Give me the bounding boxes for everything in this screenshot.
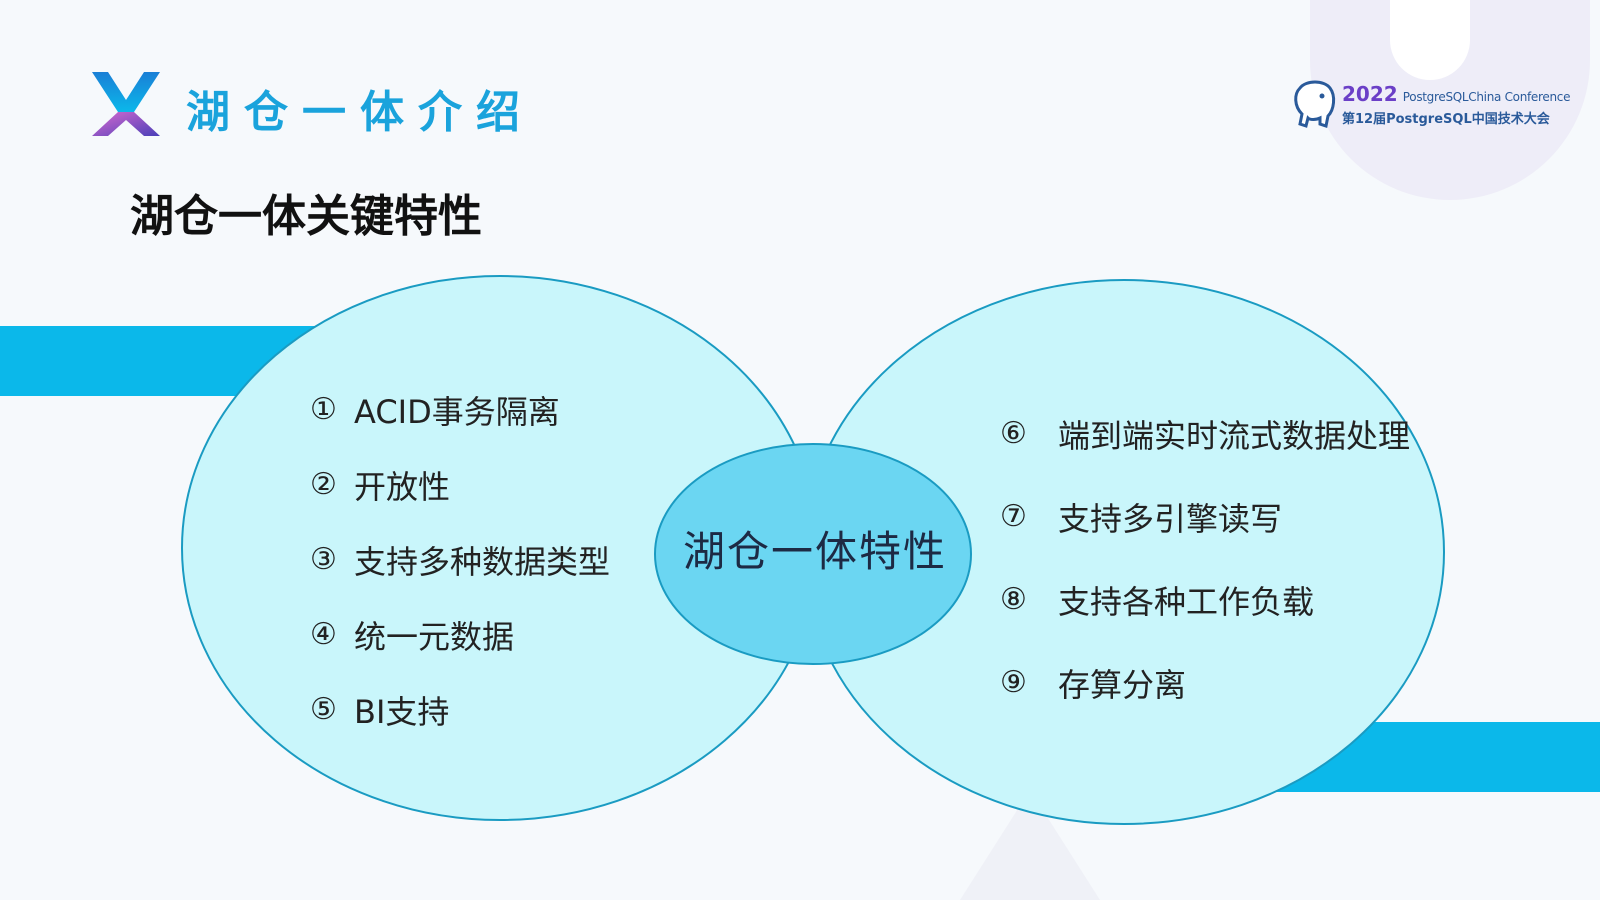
center-ellipse [654, 443, 972, 665]
item-text: 支持多引擎读写 [1058, 499, 1283, 538]
item-number: ④ [310, 617, 337, 652]
item-number: ⑥ [1000, 416, 1027, 451]
list-item: ⑥ 端到端实时流式数据处理 [1000, 392, 1410, 475]
item-number: ② [310, 467, 337, 502]
conference-edition: 第12届PostgreSQL中国技术大会 [1342, 112, 1550, 127]
conference-year: 2022 [1342, 82, 1398, 106]
item-number: ③ [310, 542, 337, 577]
item-text: 端到端实时流式数据处理 [1058, 416, 1411, 455]
item-number: ⑦ [1000, 499, 1027, 534]
list-item: ① ACID事务隔离 [310, 372, 610, 447]
item-number: ⑨ [1000, 665, 1027, 700]
conference-logo: 2022 PostgreSQLChina Conference 第12届Post… [1292, 78, 1570, 134]
conference-name: PostgreSQLChina Conference [1402, 90, 1571, 104]
postgresql-elephant-icon [1294, 80, 1336, 128]
item-text: 开放性 [354, 467, 451, 506]
item-text: 支持多种数据类型 [354, 542, 611, 581]
list-item: ⑧ 支持各种工作负载 [1000, 558, 1410, 641]
list-item: ③ 支持多种数据类型 [310, 522, 610, 597]
list-item: ② 开放性 [310, 447, 610, 522]
center-label: 湖仓一体特性 [682, 527, 947, 576]
section-title: 湖仓一体介绍 [186, 87, 534, 138]
list-item: ⑨ 存算分离 [1000, 641, 1410, 724]
list-item: ⑤ BI支持 [310, 672, 610, 747]
slide-subtitle: 湖仓一体关键特性 [130, 191, 482, 242]
item-text: ACID事务隔离 [354, 392, 560, 431]
item-text: 统一元数据 [354, 617, 515, 656]
item-number: ⑤ [310, 692, 337, 727]
list-item: ④ 统一元数据 [310, 597, 610, 672]
item-text: BI支持 [354, 692, 450, 731]
list-item: ⑦ 支持多引擎读写 [1000, 475, 1410, 558]
x-logo-icon [92, 72, 160, 136]
item-number: ⑧ [1000, 582, 1027, 617]
left-feature-list: ① ACID事务隔离 ② 开放性 ③ 支持多种数据类型 ④ 统一元数据 ⑤ BI… [310, 372, 610, 747]
item-text: 支持各种工作负载 [1058, 582, 1315, 621]
right-feature-list: ⑥ 端到端实时流式数据处理 ⑦ 支持多引擎读写 ⑧ 支持各种工作负载 ⑨ 存算分… [1000, 392, 1410, 724]
item-number: ① [310, 392, 337, 427]
item-text: 存算分离 [1058, 665, 1187, 704]
